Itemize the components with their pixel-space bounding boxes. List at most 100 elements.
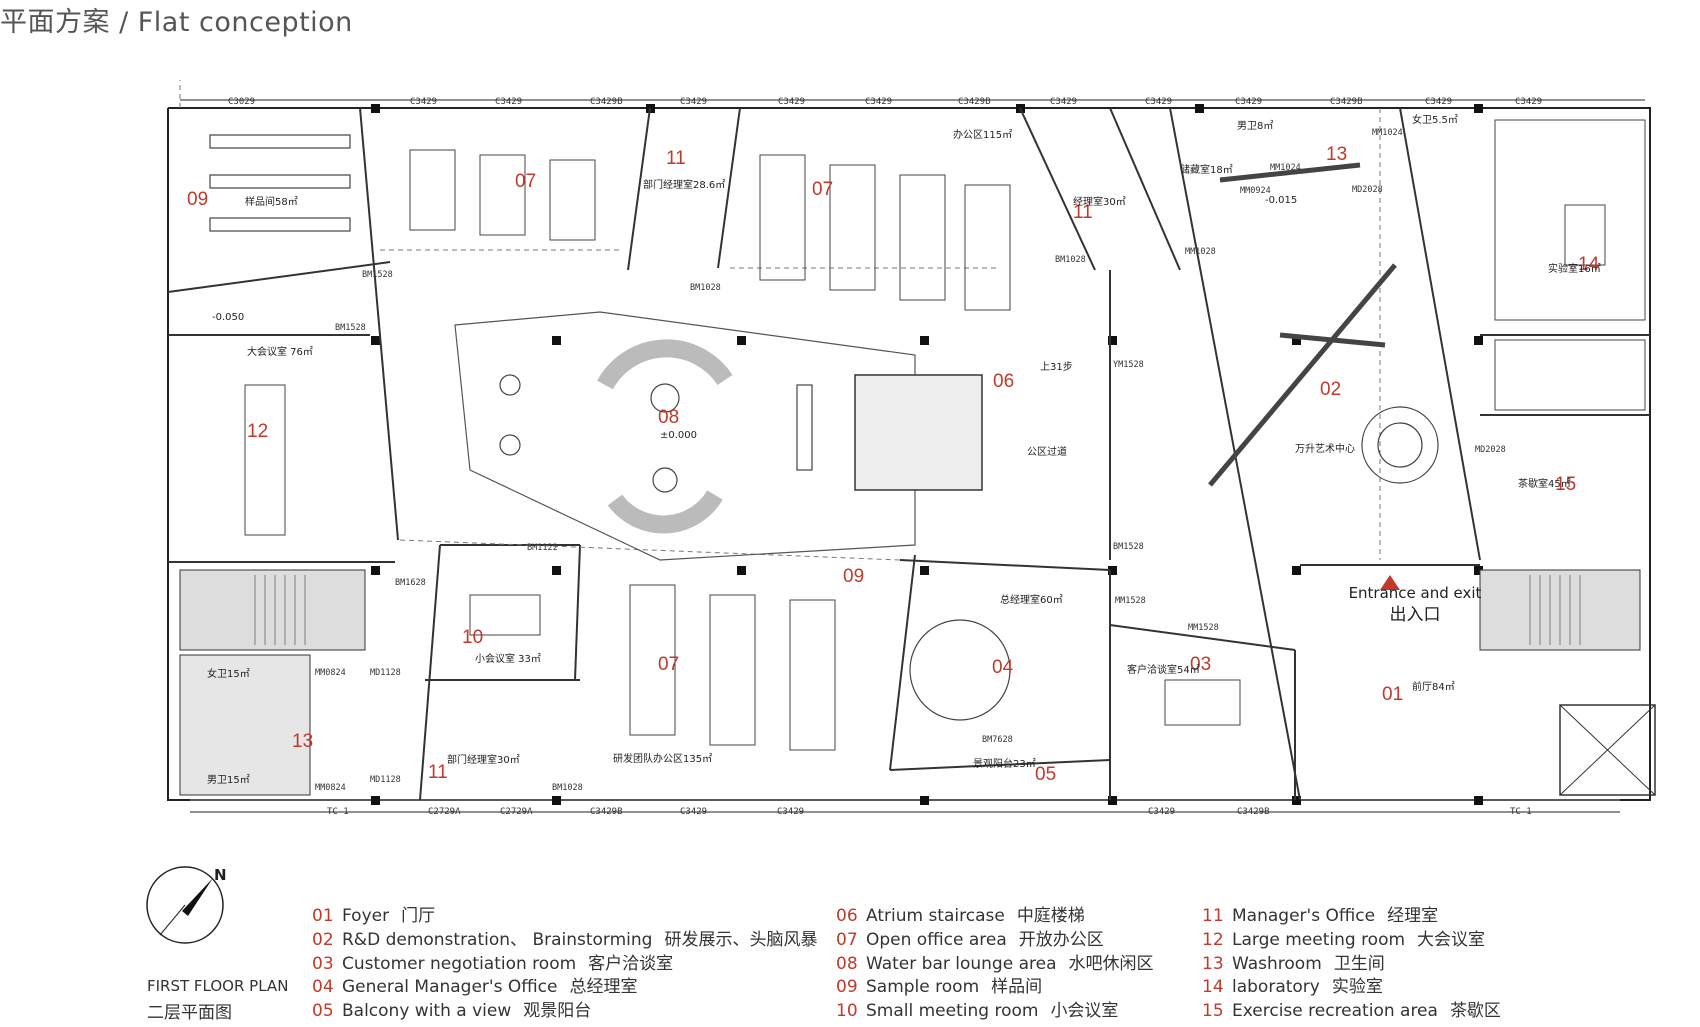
legend-en: Large meeting room <box>1232 929 1406 950</box>
legend-en: Washroom <box>1232 953 1322 974</box>
legend-num: 07 <box>836 929 858 950</box>
window-code: TC-1 <box>1510 807 1532 817</box>
sample-shelves <box>209 134 351 232</box>
room-name-customer: 客户洽谈室54㎡ <box>1127 663 1200 676</box>
window-code: C3429B <box>590 807 623 817</box>
room-name-gm-office: 总经理室60㎡ <box>1000 593 1063 606</box>
floor-plan-label-en: FIRST FLOOR PLAN <box>147 977 289 995</box>
legend-zh: 门厅 <box>401 906 436 926</box>
window-code: C3429 <box>1148 807 1175 817</box>
window-code: C3429 <box>865 97 892 107</box>
door-code: MD1128 <box>370 668 401 678</box>
room-num-04: 04 <box>992 657 1014 678</box>
legend-en: Water bar lounge area <box>866 953 1057 974</box>
door-code: YM1528 <box>1113 360 1144 370</box>
door-code: BM7628 <box>982 735 1013 745</box>
outer-wall-top-right <box>168 107 1651 801</box>
legend-zh: 开放办公区 <box>1018 929 1104 950</box>
room-name-small-meeting: 小会议室 33㎡ <box>475 652 541 665</box>
window-code: C3029 <box>228 97 255 107</box>
room-num-01: 01 <box>1382 684 1403 705</box>
legend-zh: 大会议室 <box>1417 929 1486 950</box>
legend-zh: 水吧休闲区 <box>1068 953 1154 974</box>
door-code: BM1028 <box>1055 255 1086 265</box>
room-num-13b: 13 <box>292 731 313 752</box>
room-num-07c: 07 <box>658 654 679 675</box>
legend-en: Atrium staircase <box>866 906 1005 926</box>
room-num-06: 06 <box>993 371 1014 392</box>
window-code: C3429B <box>1330 97 1363 107</box>
page-title: 平面方案 / Flat conception <box>0 7 353 38</box>
door-code: BM1528 <box>1113 542 1144 552</box>
legend-zh: 小会议室 <box>1050 1001 1119 1022</box>
level-mark: ±0.000 <box>660 430 697 441</box>
legend-zh: 客户洽谈室 <box>588 953 674 974</box>
entrance-arrow <box>1380 575 1400 590</box>
window-code: C3429 <box>410 97 437 107</box>
door-code: MM1024 <box>1270 163 1301 173</box>
door-code: BM1528 <box>362 270 393 280</box>
room-name-men-wc-2: 男卫15㎡ <box>207 774 250 786</box>
outer-wall-left <box>167 108 190 801</box>
room-name-large-meeting: 大会议室 76㎡ <box>247 345 313 358</box>
art-installation <box>1208 162 1397 487</box>
room-name-women-wc: 女卫5.5㎡ <box>1412 113 1458 126</box>
room-num-11b: 11 <box>1073 202 1093 223</box>
legend-zh: 研发展示、头脑风暴 <box>664 929 818 950</box>
room-num-11c: 11 <box>428 762 448 783</box>
legend-num: 14 <box>1202 977 1224 998</box>
window-code: C3429 <box>1235 97 1262 107</box>
room-num-08: 08 <box>658 407 679 428</box>
window-code: C3429 <box>1145 97 1172 107</box>
room-num-05: 05 <box>1035 764 1056 785</box>
legend-zh: 总经理室 <box>569 977 638 998</box>
door-code: BM1628 <box>395 578 426 588</box>
legend-num: 09 <box>836 977 858 998</box>
entrance-label-en: Entrance and exit <box>1348 584 1482 602</box>
room-name-men-wc: 男卫8㎡ <box>1237 120 1273 132</box>
legend-num: 11 <box>1202 906 1224 926</box>
door-code: MM1028 <box>1185 247 1216 257</box>
legend-zh: 中庭楼梯 <box>1016 906 1085 926</box>
room-name-balcony: 景观阳台23㎡ <box>973 757 1036 770</box>
legend-num: 04 <box>312 977 334 998</box>
room-name-foyer: 前厅84㎡ <box>1412 680 1455 693</box>
room-num-12: 12 <box>247 421 268 442</box>
window-code: C3429 <box>777 807 804 817</box>
room-name-dept-mgr: 部门经理室28.6㎡ <box>643 178 725 191</box>
window-code: C3429 <box>1515 97 1542 107</box>
room-name-rd-office: 研发团队办公区135㎡ <box>613 752 712 765</box>
room-num-09b: 09 <box>843 566 864 587</box>
room-name-storage: 储藏室18㎡ <box>1180 163 1233 176</box>
room-num-10: 10 <box>462 627 483 648</box>
room-num-14: 14 <box>1578 254 1600 275</box>
legend-en: Customer negotiation room <box>342 953 577 974</box>
legend-num: 02 <box>312 929 334 950</box>
door-code: BM1028 <box>690 283 721 293</box>
door-code: MM1024 <box>1372 128 1403 138</box>
legend-en: Manager's Office <box>1232 906 1376 926</box>
legend-num: 13 <box>1202 953 1224 974</box>
room-name-tea-break: 茶歇室45㎡ <box>1518 477 1571 490</box>
window-code: C3429 <box>680 807 707 817</box>
door-code: MM0824 <box>315 668 346 678</box>
atrium-void <box>854 374 983 491</box>
stair-core-left <box>179 569 366 651</box>
entrance-label-zh: 出入口 <box>1389 605 1441 625</box>
room-num-11a: 11 <box>666 148 686 169</box>
room-name-dept-mgr-2: 部门经理室30㎡ <box>447 753 520 766</box>
room-name-mgr: 经理室30㎡ <box>1073 195 1126 208</box>
legend-num: 10 <box>836 1001 858 1022</box>
north-arrow-icon <box>146 866 224 944</box>
window-code: C3429 <box>1425 97 1452 107</box>
room-name-corridor: 公区过道 <box>1027 445 1067 458</box>
legend-en: Open office area <box>866 929 1007 950</box>
